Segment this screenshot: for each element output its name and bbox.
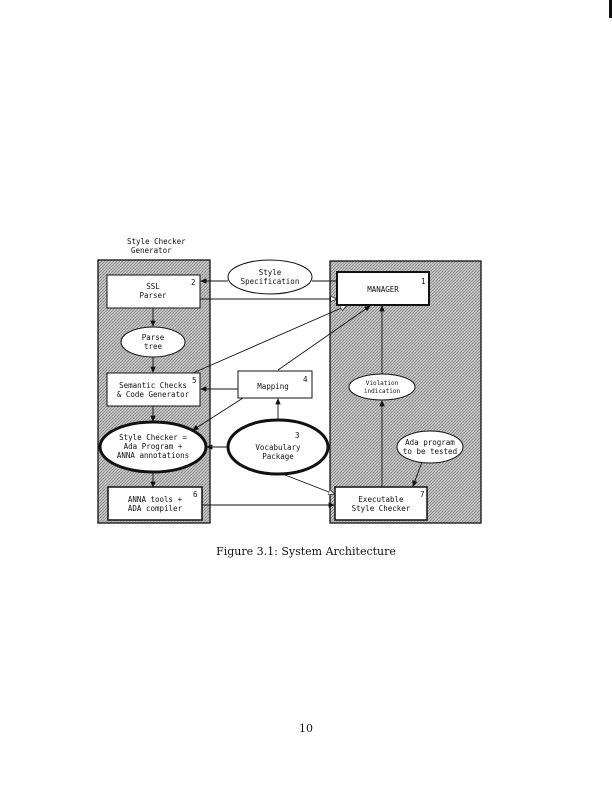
node-semantic: Semantic Checks & Code Generator 5 xyxy=(106,372,201,407)
page-number: 10 xyxy=(299,722,313,735)
ada-program-2: to be tested xyxy=(403,447,457,456)
node-manager: MANAGER 1 xyxy=(336,271,430,306)
executable-1: Executable xyxy=(358,495,404,504)
vocabulary-num: 3 xyxy=(295,431,300,440)
violation-2: indication xyxy=(364,388,401,395)
vocabulary-2: Package xyxy=(262,452,294,461)
node-mapping: Mapping 4 xyxy=(237,370,313,399)
executable-num: 7 xyxy=(420,490,425,499)
node-violation: Violation indication xyxy=(348,373,416,401)
style-spec-2: Specification xyxy=(241,277,300,286)
semantic-num: 5 xyxy=(192,376,197,385)
style-checker-3: ANNA annotations xyxy=(117,451,189,460)
style-spec-1: Style xyxy=(259,268,282,277)
node-style-checker: Style Checker = Ada Program + ANNA annot… xyxy=(98,420,208,474)
style-checker-1: Style Checker = xyxy=(119,433,187,442)
executable-2: Style Checker xyxy=(352,504,411,513)
connectors xyxy=(150,278,423,508)
node-vocabulary: Vocabulary Package 3 xyxy=(226,418,330,476)
ssl-label-1: SSL xyxy=(146,282,160,291)
vocabulary-1: Vocabulary xyxy=(255,443,301,452)
semantic-2: & Code Generator xyxy=(117,390,190,399)
node-parse-tree: Parse tree xyxy=(120,326,186,358)
violation-1: Violation xyxy=(366,380,399,387)
page-edge-mark xyxy=(609,0,612,18)
anna-2: ADA compiler xyxy=(128,504,183,513)
manager-num: 1 xyxy=(421,277,426,286)
node-executable: Executable Style Checker 7 xyxy=(334,486,428,521)
ssl-label-2: Parser xyxy=(139,291,167,300)
parse-tree-1: Parse xyxy=(142,333,165,342)
figure-caption: Figure 3.1: System Architecture xyxy=(216,545,396,558)
mapping-label: Mapping xyxy=(257,382,289,391)
mapping-num: 4 xyxy=(303,375,308,384)
ada-program-1: Ada program xyxy=(405,438,455,447)
group-title-line1: Style Checker xyxy=(127,237,186,246)
anna-num: 6 xyxy=(193,490,198,499)
parse-tree-2: tree xyxy=(144,342,163,351)
group-title-line2: Generator xyxy=(131,246,172,255)
node-style-spec: Style Specification xyxy=(227,259,313,295)
node-ada-program: Ada program to be tested xyxy=(396,430,464,464)
manager-label: MANAGER xyxy=(367,285,399,294)
semantic-1: Semantic Checks xyxy=(119,381,187,390)
ssl-num: 2 xyxy=(191,278,196,287)
anna-1: ANNA tools + xyxy=(128,495,183,504)
style-checker-2: Ada Program + xyxy=(124,442,183,451)
node-anna-tools: ANNA tools + ADA compiler 6 xyxy=(107,486,203,521)
node-ssl-parser: SSL Parser 2 xyxy=(106,274,201,309)
